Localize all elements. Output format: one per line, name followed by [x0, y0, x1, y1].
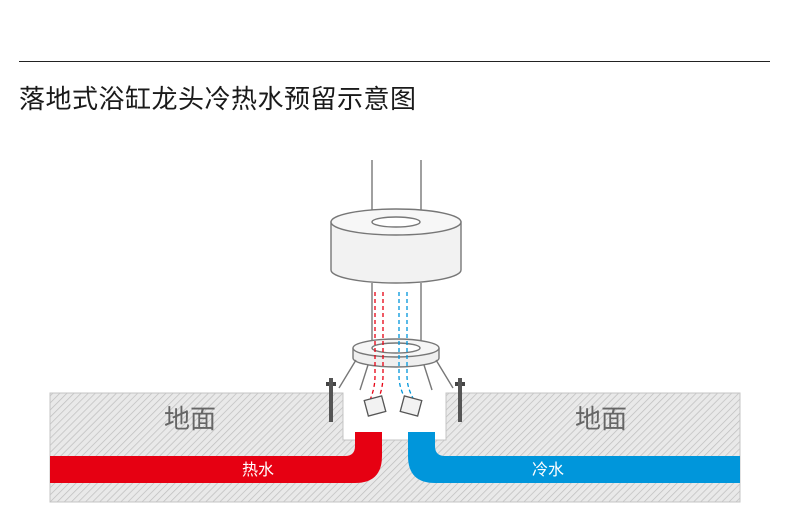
- hot-water-pipe: [50, 432, 382, 483]
- anchor-bolt-left: [326, 378, 336, 422]
- cold-connector: [399, 395, 423, 417]
- ground-slab: [49, 392, 741, 503]
- faucet-upper-pipe: [371, 160, 422, 210]
- faucet-stem: [371, 283, 422, 350]
- hot-connector: [363, 395, 387, 417]
- faucet-body: [330, 208, 462, 284]
- mounting-base: [338, 338, 454, 391]
- ground-label-right: 地面: [575, 405, 627, 435]
- top-divider: [19, 61, 770, 62]
- cold-water-label: 冷水: [532, 460, 564, 479]
- hot-water-label: 热水: [242, 460, 274, 479]
- anchor-bolt-right: [455, 378, 465, 422]
- ground-label-left: 地面: [164, 405, 216, 435]
- page-title: 落地式浴缸龙头冷热水预留示意图: [19, 85, 417, 115]
- cold-water-pipe: [408, 432, 740, 483]
